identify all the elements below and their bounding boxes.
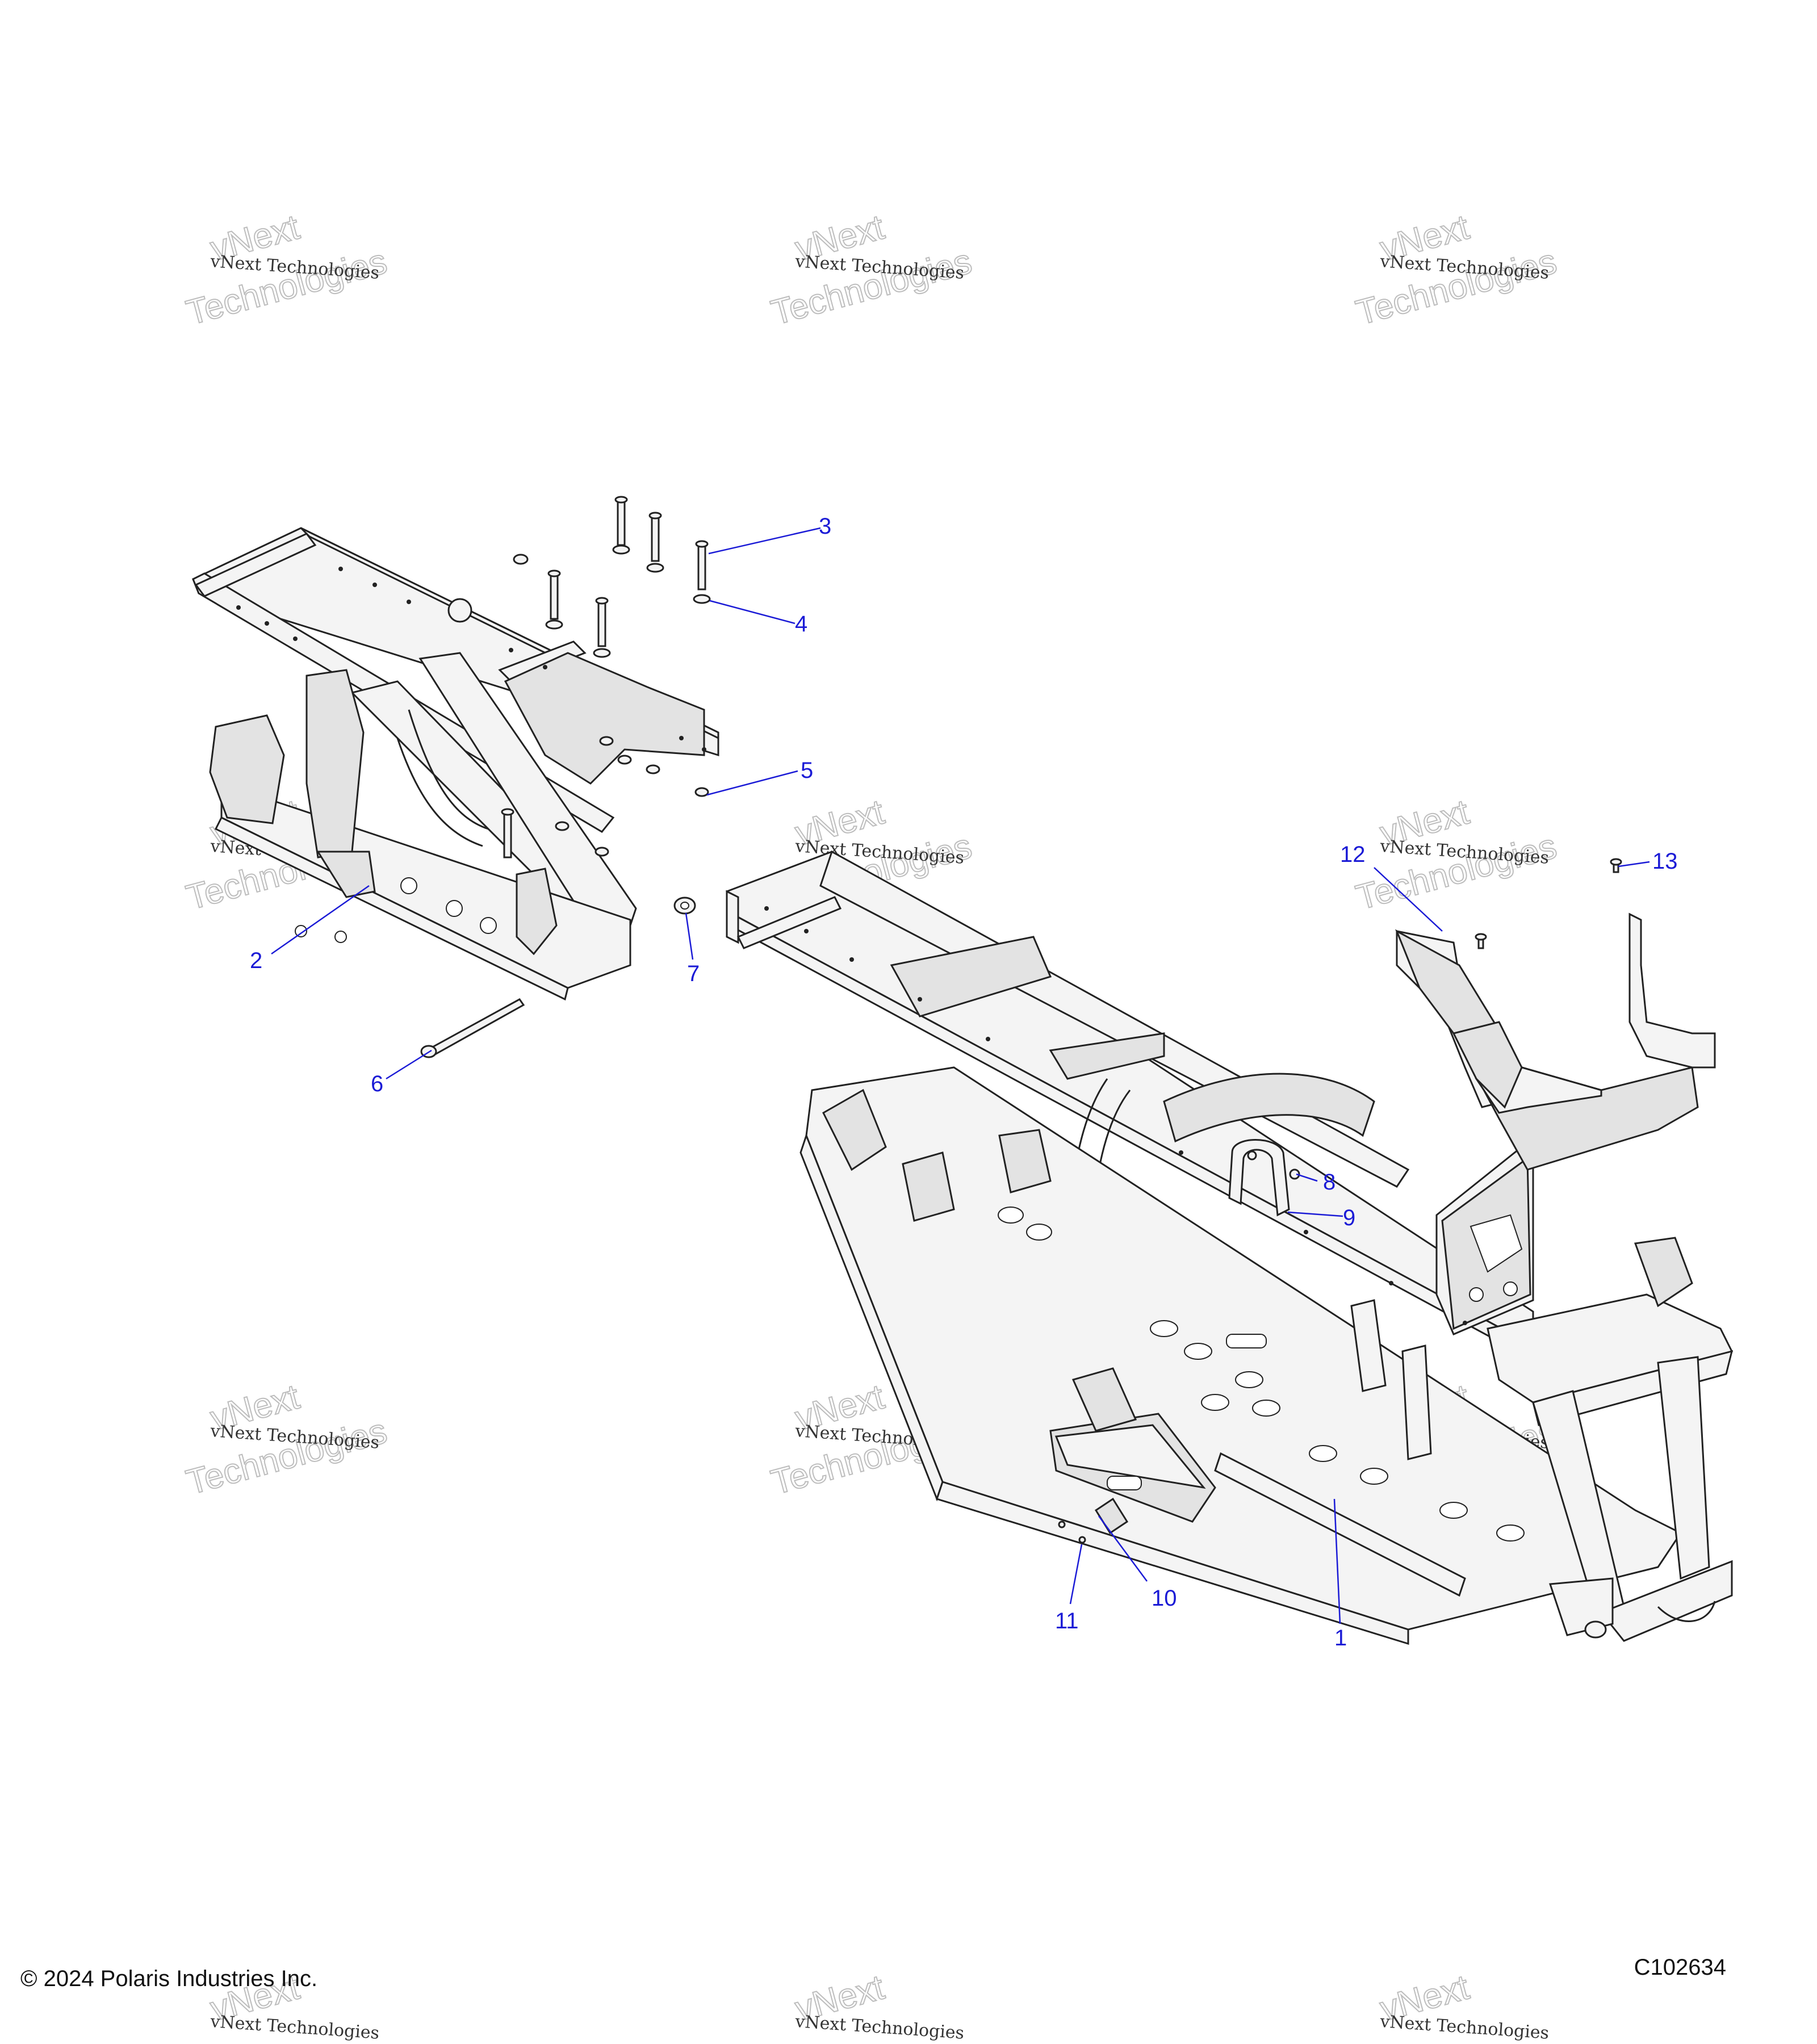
callout-1: 1 <box>1334 1626 1347 1651</box>
watermark: vNext vNext Technologies <box>1375 1967 1550 2043</box>
watermark: vNext Technologies vNext Technologies <box>182 1377 391 1503</box>
callout-9: 9 <box>1343 1205 1355 1230</box>
watermark: vNext Technologies vNext Technologies <box>1351 207 1561 333</box>
cover-screw <box>1475 858 1622 949</box>
bolt <box>646 512 664 573</box>
cover-panel-illustration <box>1395 912 1716 1171</box>
copyright-text: © 2024 Polaris Industries Inc. <box>20 1966 317 1991</box>
frame-dots <box>764 906 1467 1325</box>
callout-labels: 1 2 3 4 5 6 7 8 9 10 11 12 13 <box>250 514 1678 1651</box>
fastener-illustrations <box>420 496 711 1058</box>
bushing <box>673 897 696 915</box>
watermark: vNext Technologies vNext Technologies <box>182 207 391 333</box>
drawing-code: C102634 <box>1634 1955 1726 1980</box>
small-bracket <box>1058 1497 1129 1544</box>
long-bolt <box>420 998 525 1058</box>
svg-text:vNext Technologies: vNext Technologies <box>209 2012 380 2043</box>
rail-holes <box>236 567 706 943</box>
callout-4: 4 <box>795 611 807 636</box>
rear-subframe-illustration <box>192 527 719 1001</box>
callout-10: 10 <box>1152 1586 1177 1611</box>
leader-lines <box>271 527 1650 1624</box>
main-frame-illustration <box>726 850 1734 1645</box>
bolt <box>501 808 514 858</box>
callout-7: 7 <box>687 961 700 986</box>
callout-12: 12 <box>1340 842 1366 867</box>
callout-11: 11 <box>1055 1609 1079 1633</box>
callout-5: 5 <box>801 758 813 783</box>
floor-holes <box>998 1207 1525 1542</box>
bolt <box>593 597 611 658</box>
watermark: vNext Technologies vNext Technologies <box>767 207 976 333</box>
callout-6: 6 <box>371 1071 383 1096</box>
callout-8: 8 <box>1323 1170 1335 1195</box>
svg-text:vNext Technologies: vNext Technologies <box>1379 2012 1550 2043</box>
bolt <box>545 569 563 630</box>
bolt <box>693 540 711 604</box>
svg-text:vNext Technologies: vNext Technologies <box>794 2012 965 2043</box>
callout-3: 3 <box>819 514 831 539</box>
callout-2: 2 <box>250 948 262 973</box>
bolt <box>612 496 630 555</box>
watermark: vNext vNext Technologies <box>790 1967 965 2043</box>
watermark: vNext Technologies vNext Technologies <box>1351 792 1561 918</box>
callout-13: 13 <box>1652 849 1678 874</box>
strap-bracket <box>1228 1139 1290 1217</box>
